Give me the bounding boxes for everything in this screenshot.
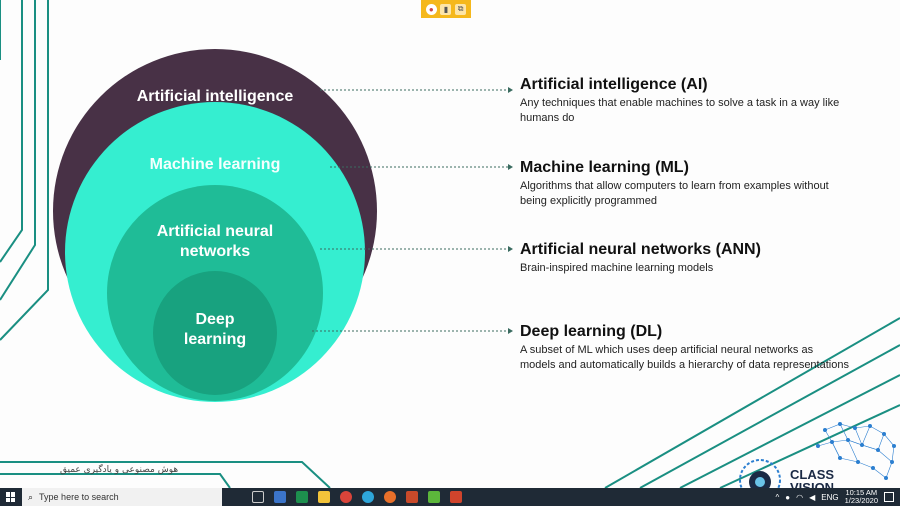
clock-time: 10:15 AM <box>845 488 878 497</box>
persian-caption: هوش مصنوعی و یادگیری عمیق <box>60 465 179 475</box>
label-ann: Artificial neural networks <box>156 223 274 260</box>
camtasia-recorder-icon[interactable] <box>450 491 462 503</box>
definition-title: Machine learning (ML) <box>520 159 689 176</box>
label-dl: Deep learning <box>183 311 247 348</box>
window-icon[interactable]: ⧉ <box>455 3 467 15</box>
chrome-icon[interactable] <box>340 491 352 503</box>
powerpoint-icon[interactable] <box>406 491 418 503</box>
logo-text: CLASS <box>790 467 835 482</box>
definition-ai: Artificial intelligence (AI) Any techniq… <box>520 75 850 126</box>
chevron-up-icon[interactable]: ^ <box>775 492 780 502</box>
telegram-icon[interactable] <box>362 491 374 503</box>
folder-icon[interactable] <box>318 491 330 503</box>
decorative-lines <box>0 0 900 488</box>
clock[interactable]: 10:15 AM 1/23/2020 <box>845 489 878 505</box>
clock-date: 1/23/2020 <box>844 496 878 505</box>
recording-toolbar[interactable]: ● ▮ ⧉ <box>421 0 471 18</box>
definition-title: Artificial neural networks (ANN) <box>520 241 761 258</box>
logo-eye-icon <box>739 459 781 488</box>
taskbar-apps <box>252 491 462 503</box>
volume-icon[interactable]: ◀ <box>809 492 816 502</box>
taskbar: ⌕ Type here to search ^ ● ◠ ◀ ENG 10:15 … <box>0 488 900 506</box>
system-tray: ^ ● ◠ ◀ ENG 10:15 AM 1/23/2020 <box>776 489 900 505</box>
language-indicator[interactable]: ENG <box>821 492 839 502</box>
task-view-icon[interactable] <box>252 491 264 503</box>
wifi-icon[interactable]: ◠ <box>796 492 804 502</box>
camtasia-icon[interactable] <box>428 491 440 503</box>
network-app-icon[interactable] <box>274 491 286 503</box>
start-button[interactable] <box>0 488 22 506</box>
class-vision-logo: CLASS VISION <box>790 468 834 488</box>
circle-dl <box>153 271 277 395</box>
logo-text-2: VISION <box>790 480 835 488</box>
excel-icon[interactable] <box>296 491 308 503</box>
definition-title: Deep learning (DL) <box>520 323 663 340</box>
microphone-icon[interactable]: ▮ <box>440 3 452 15</box>
search-icon: ⌕ <box>28 491 34 502</box>
shield-icon[interactable]: ● <box>785 492 791 502</box>
definition-title: Artificial intelligence (AI) <box>520 76 708 93</box>
nested-circles-diagram <box>53 49 513 402</box>
label-ai: Artificial intelligence <box>136 88 294 105</box>
search-placeholder: Type here to search <box>39 492 119 502</box>
slide: ● ▮ ⧉ Artificial intelligence Machine le… <box>0 0 900 488</box>
firefox-icon[interactable] <box>384 491 396 503</box>
definition-text: Any techniques that enable machines to s… <box>520 97 840 124</box>
taskbar-search[interactable]: ⌕ Type here to search <box>22 488 222 506</box>
firefox-icon[interactable]: ● <box>425 3 437 15</box>
definition-text: A subset of ML which uses deep artificia… <box>520 344 849 371</box>
definition-ann: Artificial neural networks (ANN) Brain-i… <box>520 240 850 276</box>
definition-text: Algorithms that allow computers to learn… <box>520 180 829 207</box>
windows-icon <box>6 492 16 502</box>
label-ml: Machine learning <box>149 156 281 173</box>
definition-ml: Machine learning (ML) Algorithms that al… <box>520 158 850 209</box>
definition-dl: Deep learning (DL) A subset of ML which … <box>520 322 850 373</box>
notification-icon[interactable] <box>884 492 894 502</box>
definition-text: Brain-inspired machine learning models <box>520 262 714 274</box>
